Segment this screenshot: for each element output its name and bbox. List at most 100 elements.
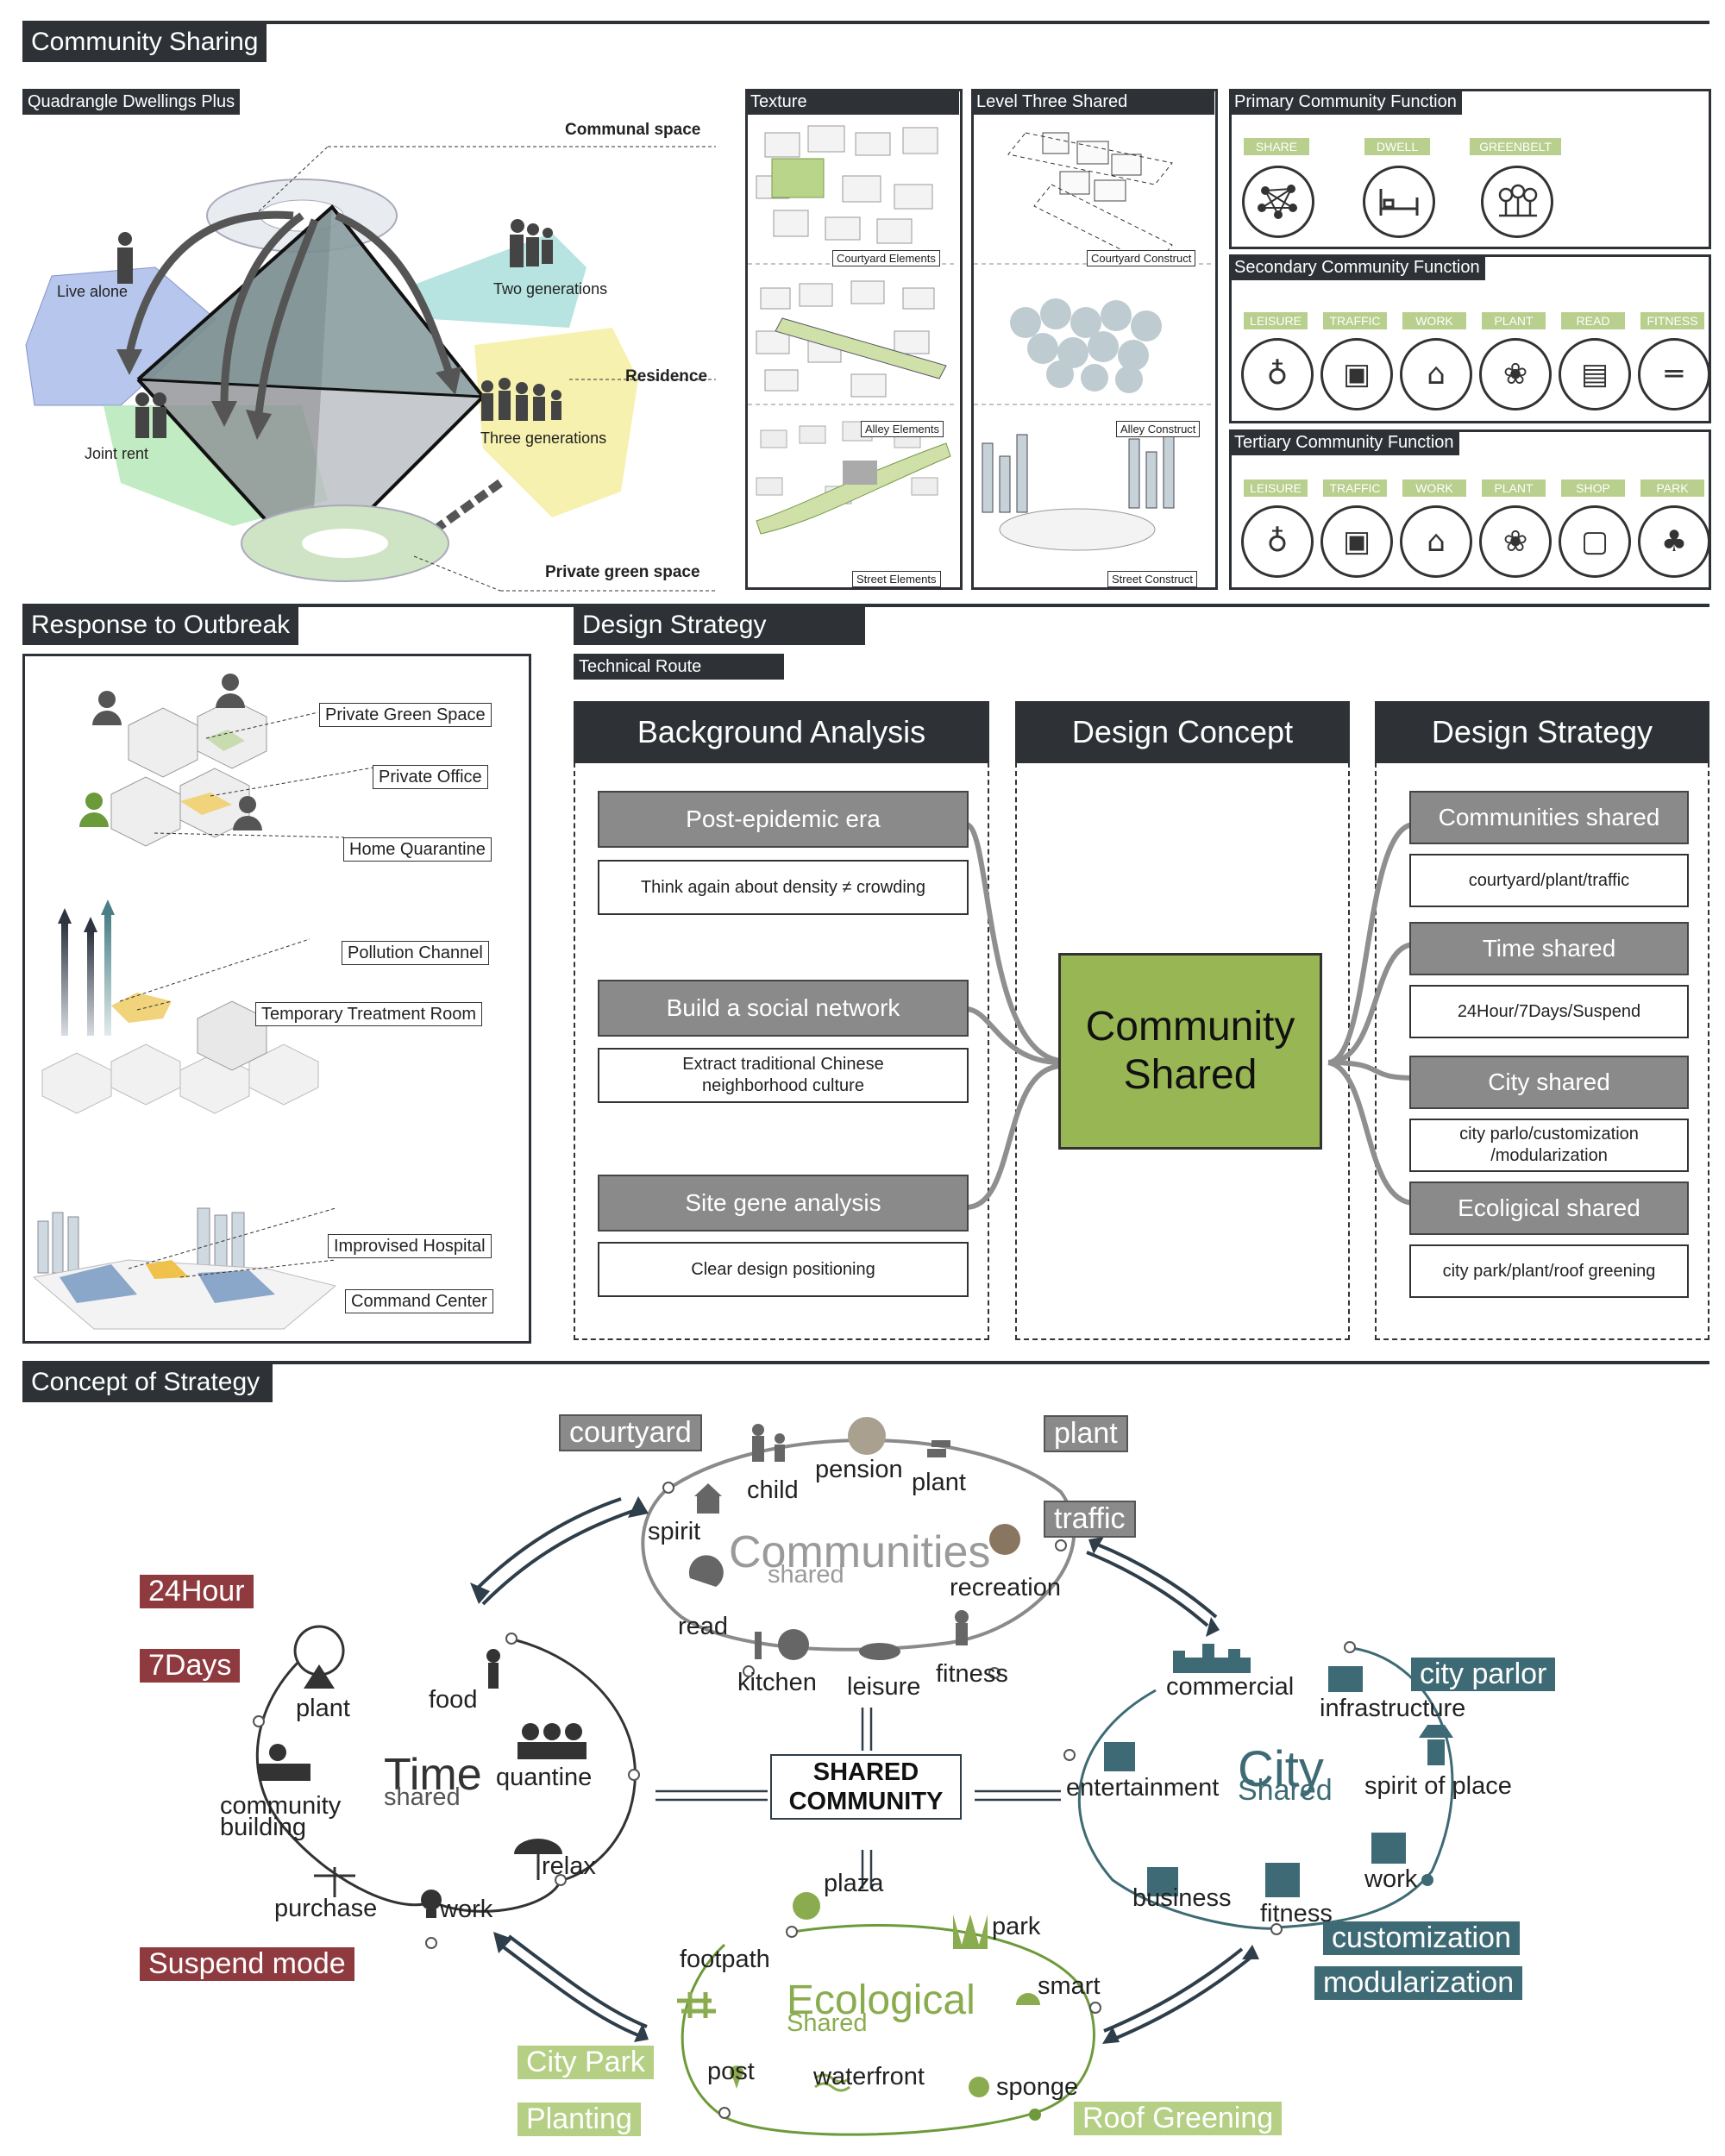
shared-community-box: SHARED COMMUNITY (770, 1754, 962, 1820)
tag-24hour: 24Hour (140, 1575, 254, 1608)
three-generations-zone (474, 328, 638, 517)
word-plant-community: plant (912, 1469, 966, 1496)
community-shared-box: Community Shared (1058, 953, 1322, 1150)
time-loop (255, 1637, 637, 1907)
label-private-office: Private Office (373, 765, 488, 789)
tag-secondary-work: WORK (1402, 312, 1466, 329)
tag-tertiary-plant: PLANT (1482, 479, 1546, 497)
elevator-icon: ▣ (1320, 338, 1393, 411)
top-rule (22, 21, 1709, 24)
label-home-quarantine: Home Quarantine (343, 837, 492, 862)
texture-title: Texture (745, 89, 959, 115)
bg-desc-neighborhood: Extract traditional Chinese neighborhood… (598, 1048, 969, 1103)
office-chair-icon: ⌂ (1400, 338, 1472, 411)
bed-icon (1363, 166, 1435, 238)
tag-dwell: DWELL (1364, 138, 1430, 155)
tag-tertiary-leisure: LEISURE (1244, 479, 1308, 497)
tag-secondary-traffic: TRAFFIC (1323, 312, 1387, 329)
bg-desc-positioning: Clear design positioning (598, 1242, 969, 1297)
time-sub: shared (384, 1783, 461, 1811)
word-post: post (707, 2058, 755, 2085)
word-relax: relax (542, 1852, 596, 1880)
word-spirit: spirit (648, 1518, 701, 1545)
strategy-desc-city-line1: city parlo/customization (1459, 1125, 1639, 1144)
ecological-title: Ecological (787, 1977, 975, 2023)
strategy-box-time: Time shared (1409, 922, 1689, 975)
concept-diagram (253, 1417, 1454, 2136)
street-highlight (756, 442, 951, 535)
outbreak-illustrations (32, 674, 380, 1330)
level-three-title: Level Three Shared (971, 89, 1214, 115)
courtyard-highlight (771, 158, 825, 198)
city-sub: Shared (1238, 1774, 1333, 1807)
bg-desc-neighborhood-line2: neighborhood culture (702, 1076, 864, 1095)
label-improvised-hospital: Improvised Hospital (328, 1234, 492, 1258)
route-connectors (966, 822, 1415, 1210)
label-live-alone: Live alone (57, 283, 129, 300)
person-icons (117, 219, 561, 438)
label-three-generations: Three generations (480, 429, 607, 447)
label-temporary-treatment-room: Temporary Treatment Room (255, 1002, 482, 1026)
label-private-green-space-outbreak: Private Green Space (319, 703, 492, 727)
bg-box-post-epidemic: Post-epidemic era (598, 791, 969, 848)
word-work-city: work (1364, 1865, 1418, 1893)
quadrangle-title: Quadrangle Dwellings Plus (22, 89, 241, 115)
community-label: COMMUNITY (788, 1788, 944, 1815)
tag-courtyard: courtyard (559, 1414, 702, 1451)
tag-planting: Planting (518, 2103, 641, 2136)
section-title-concept: Concept of Strategy (22, 1363, 273, 1402)
tulip-icon: ❀ (1479, 338, 1552, 411)
network-icon (1242, 166, 1314, 238)
label-pollution-channel: Pollution Channel (342, 941, 489, 965)
tag-secondary-leisure: LEISURE (1244, 312, 1308, 329)
shared-label: SHARED (812, 1758, 919, 1786)
technical-route-title: Technical Route (574, 654, 784, 680)
middle-rule (22, 604, 1709, 607)
ecological-sub: Shared (787, 2009, 868, 2037)
word-read: read (678, 1613, 729, 1640)
word-spirit-of-place: spirit of place (1364, 1772, 1512, 1800)
word-plant-time: plant (296, 1695, 350, 1722)
tag-traffic: traffic (1044, 1501, 1136, 1538)
word-building: building (220, 1814, 306, 1841)
word-fitness-community: fitness (936, 1660, 1008, 1688)
strategy-desc-time: 24Hour/7Days/Suspend (1409, 985, 1689, 1038)
word-fitness-city: fitness (1260, 1900, 1333, 1927)
word-leisure: leisure (847, 1673, 921, 1701)
tertiary-function-panel (1229, 429, 1711, 590)
word-plaza: plaza (824, 1870, 884, 1897)
office-chair-icon: ⌂ (1400, 505, 1472, 578)
alley-highlight (775, 317, 947, 379)
tag-suspend-mode: Suspend mode (140, 1947, 354, 1981)
tag-share: SHARE (1244, 138, 1309, 155)
label-two-generations: Two generations (493, 280, 608, 298)
communities-loop (641, 1438, 1076, 1651)
strategy-desc-ecological: city park/plant/roof greening (1409, 1244, 1689, 1298)
tag-secondary-plant: PLANT (1482, 312, 1546, 329)
texture-illustrations (748, 125, 957, 535)
community-shared-line2: Shared (1123, 1052, 1258, 1098)
tulip-icon: ❀ (1479, 505, 1552, 578)
bg-box-site-gene: Site gene analysis (598, 1175, 969, 1232)
wine-glasses-icon: ♁ (1241, 338, 1314, 411)
strategy-box-city: City shared (1409, 1056, 1689, 1109)
design-strategy-header: Design Strategy (1375, 701, 1709, 763)
word-commercial: commercial (1166, 1673, 1295, 1701)
word-community: community (220, 1792, 342, 1820)
shopping-cart-icon: ▢ (1559, 505, 1631, 578)
tag-tertiary-work: WORK (1402, 479, 1466, 497)
level-three-caption-street: Street Construct (1107, 571, 1197, 587)
strategy-box-communities: Communities shared (1409, 791, 1689, 844)
word-footpath: footpath (680, 1946, 770, 1973)
tag-modularization: modularization (1314, 1966, 1523, 2000)
word-kitchen: kitchen (737, 1669, 817, 1696)
tag-tertiary-shop: SHOP (1561, 479, 1625, 497)
tag-7days: 7Days (140, 1649, 241, 1683)
word-food: food (429, 1686, 478, 1714)
bookshelf-icon: ▤ (1559, 338, 1631, 411)
community-shared-line1: Community (1085, 1004, 1295, 1050)
tag-customization: customization (1323, 1921, 1520, 1955)
strategy-desc-city: city parlo/customization /modularization (1409, 1119, 1689, 1172)
texture-caption-courtyard: Courtyard Elements (832, 250, 940, 266)
word-pension: pension (815, 1456, 903, 1483)
